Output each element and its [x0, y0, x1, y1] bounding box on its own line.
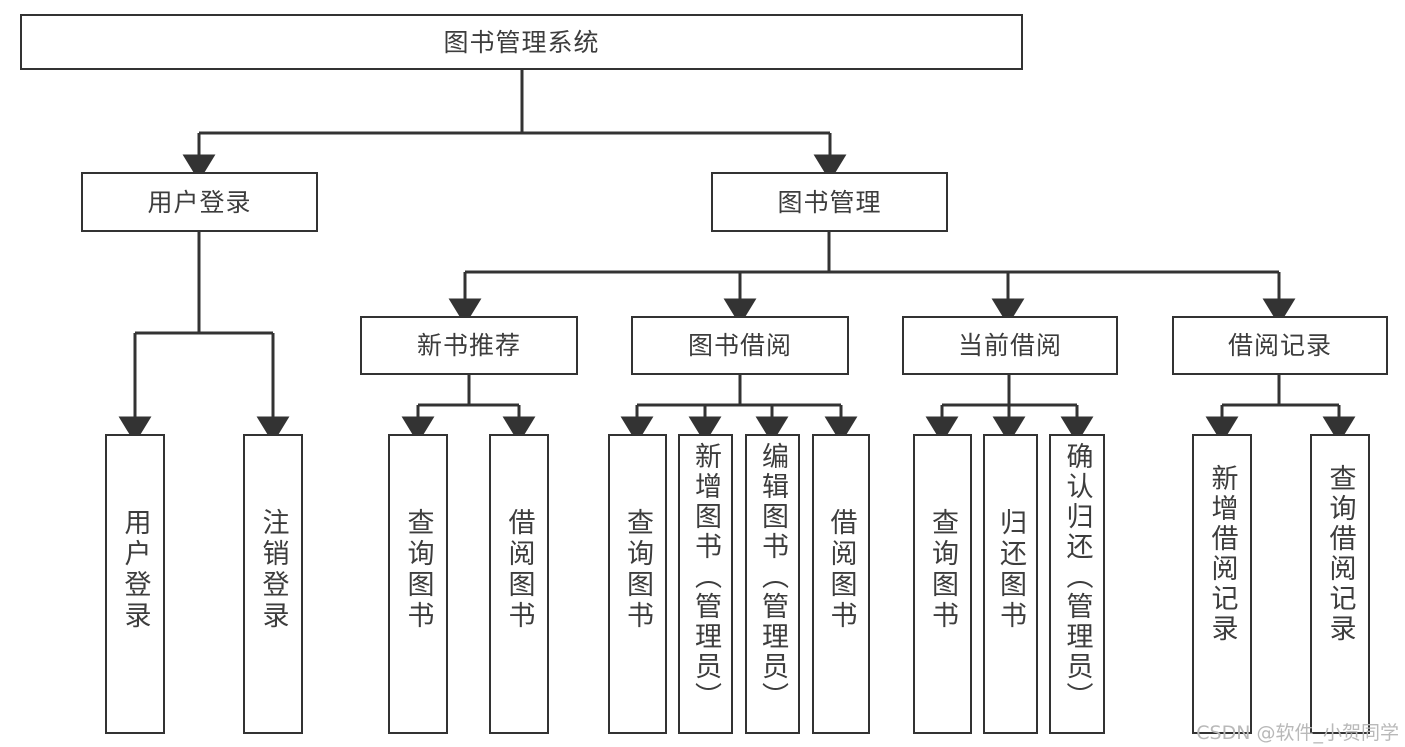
- node-label: 借阅记录: [1227, 331, 1332, 360]
- leaf-user-login[interactable]: 用户登录: [105, 434, 165, 734]
- leaf-add-borrow-record[interactable]: 新增借阅记录: [1192, 434, 1252, 734]
- node-label: 查询借阅记录: [1324, 464, 1356, 644]
- node-label: 查询图书: [622, 508, 653, 632]
- leaf-query-book-borrow[interactable]: 查询图书: [608, 434, 667, 734]
- leaf-borrow-book-recommend[interactable]: 借阅图书: [489, 434, 549, 734]
- node-book-management[interactable]: 图书管理: [711, 172, 948, 232]
- node-label: 图书借阅: [687, 331, 792, 360]
- watermark-text: CSDN @软件_小贺同学: [1196, 722, 1399, 744]
- node-book-borrow[interactable]: 图书借阅: [631, 316, 849, 375]
- node-label: 注销登录: [257, 508, 289, 632]
- node-label: 借阅图书: [825, 508, 857, 632]
- node-user-login[interactable]: 用户登录: [81, 172, 318, 232]
- node-label: 编辑图书（管理员）: [757, 442, 788, 712]
- node-root-system[interactable]: 图书管理系统: [20, 14, 1023, 70]
- node-label: 新增借阅记录: [1206, 464, 1238, 644]
- node-new-book-recommend[interactable]: 新书推荐: [360, 316, 578, 375]
- leaf-query-borrow-record[interactable]: 查询借阅记录: [1310, 434, 1370, 734]
- node-label: 新书推荐: [416, 331, 521, 360]
- node-borrow-record[interactable]: 借阅记录: [1172, 316, 1388, 375]
- node-label: 确认归还（管理员）: [1061, 442, 1093, 712]
- node-label: 查询图书: [927, 508, 958, 632]
- leaf-logout[interactable]: 注销登录: [243, 434, 303, 734]
- node-current-borrow[interactable]: 当前借阅: [902, 316, 1118, 375]
- leaf-confirm-return-admin[interactable]: 确认归还（管理员）: [1049, 434, 1105, 734]
- node-label: 当前借阅: [957, 331, 1062, 360]
- node-label: 用户登录: [119, 508, 151, 632]
- node-label: 新增图书（管理员）: [690, 442, 721, 712]
- node-label: 归还图书: [995, 508, 1026, 632]
- node-label: 用户登录: [147, 187, 252, 217]
- node-label: 图书管理系统: [443, 27, 600, 57]
- leaf-edit-book-admin[interactable]: 编辑图书（管理员）: [745, 434, 800, 734]
- node-label: 查询图书: [402, 508, 434, 632]
- leaf-borrow-book[interactable]: 借阅图书: [812, 434, 870, 734]
- node-label: 借阅图书: [503, 508, 535, 632]
- leaf-query-book-recommend[interactable]: 查询图书: [388, 434, 448, 734]
- node-label: 图书管理: [777, 187, 882, 217]
- leaf-add-book-admin[interactable]: 新增图书（管理员）: [678, 434, 733, 734]
- leaf-return-book[interactable]: 归还图书: [983, 434, 1038, 734]
- leaf-query-book-current[interactable]: 查询图书: [913, 434, 972, 734]
